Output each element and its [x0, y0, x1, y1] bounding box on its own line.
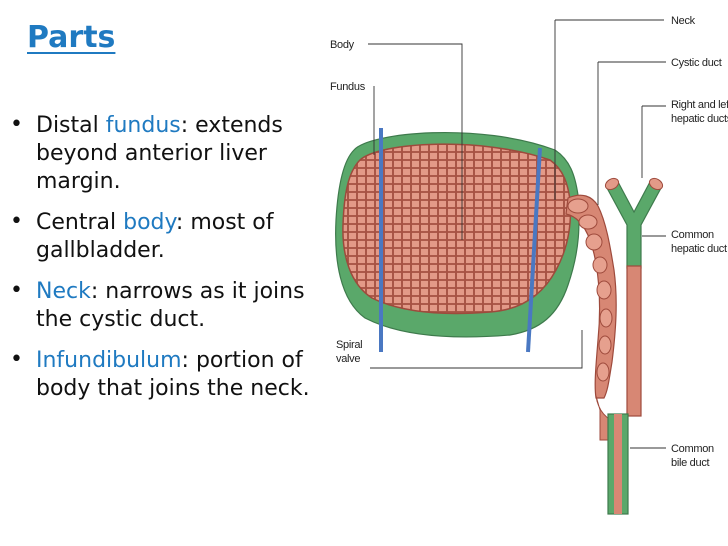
- label-hepatic-ducts-line1: Right and left: [671, 99, 728, 111]
- spiral-valve-folds: [567, 198, 613, 382]
- bullet-suffix: : most of gallbladder.: [36, 210, 274, 263]
- bullet-keyword: body: [123, 210, 176, 235]
- bullet-icon: •: [10, 347, 23, 372]
- bullet-suffix: : narrows as it joins the cystic duct.: [36, 279, 305, 332]
- label-common-hepatic-line2: hepatic duct: [671, 243, 727, 255]
- bullet-keyword: Neck: [36, 279, 91, 304]
- cystic-duct-leader-line: [597, 61, 666, 205]
- bullet-list: • Distal fundus: extends beyond anterior…: [8, 112, 330, 416]
- bullet-icon: •: [10, 209, 23, 234]
- slide-title: Parts: [27, 20, 116, 55]
- bullet-suffix: : extends beyond anterior liver margin.: [36, 113, 283, 194]
- neck-leader-line: [554, 19, 664, 200]
- label-spiral-valve-line2: valve: [336, 353, 360, 365]
- bullet-suffix: : portion of body that joins the neck.: [36, 348, 310, 401]
- common-hepatic-duct: [626, 265, 642, 417]
- hepatic-ducts: [606, 179, 662, 269]
- label-common-bile-line1: Common: [671, 443, 714, 455]
- bullet-item: • Infundibulum: portion of body that joi…: [8, 347, 330, 403]
- body-leader-line: [368, 43, 463, 240]
- bullet-icon: •: [10, 278, 23, 303]
- bullet-keyword: Infundibulum: [36, 348, 182, 373]
- spiral-valve-leader-line: [370, 330, 583, 369]
- label-common-bile-line2: bile duct: [671, 457, 710, 469]
- gallbladder-diagram: Neck Body Cystic duct Fundus Right and l…: [330, 15, 728, 515]
- label-cystic-duct: Cystic duct: [671, 57, 722, 69]
- bullet-item: • Distal fundus: extends beyond anterior…: [8, 112, 330, 196]
- bullet-item: • Central body: most of gallbladder.: [8, 209, 330, 265]
- left-hepatic-duct-opening: [648, 177, 664, 191]
- label-common-hepatic-line1: Common: [671, 229, 714, 241]
- neck-marker-line: [526, 147, 542, 353]
- label-fundus: Fundus: [330, 81, 366, 93]
- bullet-prefix: Distal: [36, 113, 106, 138]
- common-bile-duct-lumen: [614, 414, 622, 514]
- right-hepatic-duct-opening: [604, 177, 620, 191]
- label-body: Body: [330, 39, 355, 51]
- bullet-icon: •: [10, 112, 23, 137]
- bullet-prefix: Central: [36, 210, 124, 235]
- bullet-item: • Neck: narrows as it joins the cystic d…: [8, 278, 330, 334]
- hepatic-ducts-leader-line: [641, 105, 666, 178]
- bullet-keyword: fundus: [105, 113, 181, 138]
- label-hepatic-ducts-line2: hepatic ducts: [671, 113, 728, 125]
- label-spiral-valve-line1: Spiral: [336, 339, 362, 351]
- label-neck: Neck: [671, 15, 696, 27]
